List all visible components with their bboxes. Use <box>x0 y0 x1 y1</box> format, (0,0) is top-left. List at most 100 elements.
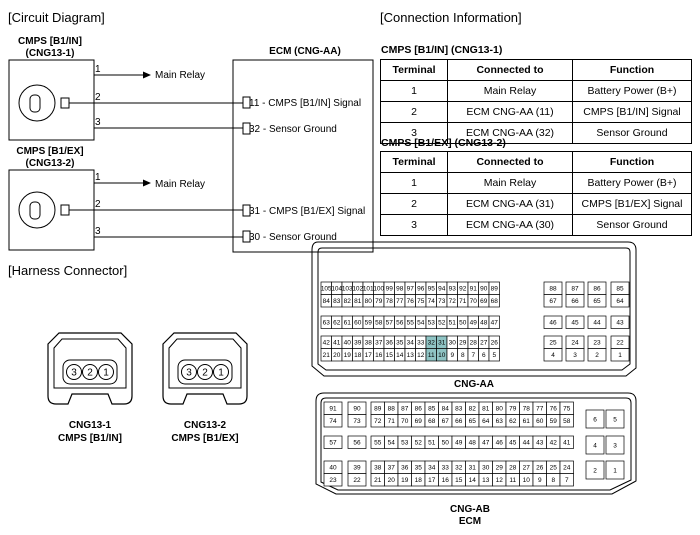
connector-pin: 41 <box>559 435 574 449</box>
cngaa-connector-outline <box>311 241 637 377</box>
svg-text:60: 60 <box>536 418 544 425</box>
svg-text:45: 45 <box>571 320 579 327</box>
connector-pin: 30 <box>478 460 493 474</box>
svg-text:91: 91 <box>470 286 478 293</box>
svg-text:12: 12 <box>496 477 504 484</box>
connector-pin: 50 <box>457 315 469 329</box>
svg-text:87: 87 <box>571 286 579 293</box>
connector-pin: 78 <box>519 401 534 415</box>
connector-pin: 38 <box>362 335 374 349</box>
connector-pin: 76 <box>404 294 416 308</box>
connector-pin: 82 <box>341 294 353 308</box>
svg-text:63: 63 <box>323 320 331 327</box>
connector-pin: 44 <box>519 435 534 449</box>
sensor2-wire-3: 3 <box>95 226 101 237</box>
svg-text:67: 67 <box>442 418 450 425</box>
svg-text:39: 39 <box>353 465 361 472</box>
svg-text:58: 58 <box>375 320 383 327</box>
svg-text:22: 22 <box>616 340 624 347</box>
connector-pin: 4 <box>543 348 563 362</box>
svg-text:61: 61 <box>344 320 352 327</box>
sensor2-coil <box>18 191 56 229</box>
harness1-label-name: CMPS [B1/IN] <box>58 433 122 444</box>
connector-pin: 88 <box>384 401 399 415</box>
table-cell: 3 <box>380 214 448 236</box>
sensor2-wire-1: 1 <box>95 172 101 183</box>
svg-text:78: 78 <box>386 298 394 305</box>
svg-text:76: 76 <box>550 406 558 413</box>
svg-text:95: 95 <box>428 286 436 293</box>
connector-pin: 53 <box>425 315 437 329</box>
connector-pin: 72 <box>370 414 385 428</box>
svg-text:82: 82 <box>469 406 477 413</box>
svg-text:41: 41 <box>563 440 571 447</box>
connector-pin: 19 <box>341 348 353 362</box>
svg-text:83: 83 <box>333 298 341 305</box>
table-row: 1 Main Relay Battery Power (B+) <box>380 172 692 194</box>
svg-text:6: 6 <box>482 352 486 359</box>
svg-text:27: 27 <box>523 465 531 472</box>
svg-text:63: 63 <box>496 418 504 425</box>
table-cell: 2 <box>380 101 448 123</box>
svg-text:59: 59 <box>365 320 373 327</box>
connector-pin: 83 <box>331 294 343 308</box>
connector-pin: 49 <box>467 315 479 329</box>
connector-pin: 55 <box>404 315 416 329</box>
svg-text:81: 81 <box>482 406 490 413</box>
svg-text:2: 2 <box>87 368 93 379</box>
svg-text:2: 2 <box>202 368 208 379</box>
connector-pin: 95 <box>425 281 437 295</box>
svg-text:13: 13 <box>482 477 490 484</box>
connector-pin: 66 <box>565 294 585 308</box>
connector-pin: 37 <box>384 460 399 474</box>
svg-text:20: 20 <box>388 477 396 484</box>
connector-pin: 59 <box>362 315 374 329</box>
connector-pin: 22 <box>610 335 630 349</box>
table-header: Connected to <box>447 59 573 81</box>
svg-text:72: 72 <box>449 298 457 305</box>
ecm-pin-30: 30 - Sensor Ground <box>249 232 337 243</box>
svg-text:60: 60 <box>354 320 362 327</box>
connector-pin: 96 <box>415 281 427 295</box>
connector-pin: 1 <box>610 348 630 362</box>
svg-text:13: 13 <box>407 352 415 359</box>
svg-text:19: 19 <box>344 352 352 359</box>
connector-pin: 3 <box>605 435 625 455</box>
svg-text:98: 98 <box>396 286 404 293</box>
connector-pin: 31 <box>436 335 448 349</box>
svg-text:35: 35 <box>396 340 404 347</box>
svg-text:40: 40 <box>329 465 337 472</box>
svg-text:44: 44 <box>523 440 531 447</box>
svg-text:23: 23 <box>329 477 337 484</box>
svg-text:33: 33 <box>442 465 450 472</box>
table-cell: ECM CNG-AA (31) <box>447 193 573 215</box>
svg-text:14: 14 <box>396 352 404 359</box>
svg-text:18: 18 <box>354 352 362 359</box>
connector-pin: 97 <box>404 281 416 295</box>
svg-text:25: 25 <box>549 340 557 347</box>
connector-pin: 17 <box>424 473 439 487</box>
svg-text:88: 88 <box>388 406 396 413</box>
svg-text:30: 30 <box>449 340 457 347</box>
svg-text:42: 42 <box>323 340 331 347</box>
svg-text:2: 2 <box>593 467 597 474</box>
cngab-label: CNG-AB <box>450 504 490 515</box>
connector-pin: 86 <box>411 401 426 415</box>
svg-text:19: 19 <box>401 477 409 484</box>
svg-text:77: 77 <box>536 406 544 413</box>
table-row: 2 ECM CNG-AA (11) CMPS [B1/IN] Signal <box>380 101 692 123</box>
sensor1-wire-2: 2 <box>95 92 101 103</box>
connector-pin: 29 <box>457 335 469 349</box>
connector-pin: 28 <box>505 460 520 474</box>
connector-pin: 2 <box>82 364 98 380</box>
svg-text:77: 77 <box>396 298 404 305</box>
sensor2-relay-label: Main Relay <box>155 179 205 190</box>
connector-pin: 84 <box>438 401 453 415</box>
svg-text:1: 1 <box>618 352 622 359</box>
connector-pin: 15 <box>383 348 395 362</box>
connector-pin: 2 <box>585 460 605 480</box>
sensor2-name: CMPS [B1/EX] <box>16 146 83 157</box>
connector-pin: 76 <box>546 401 561 415</box>
connector-pin: 75 <box>415 294 427 308</box>
